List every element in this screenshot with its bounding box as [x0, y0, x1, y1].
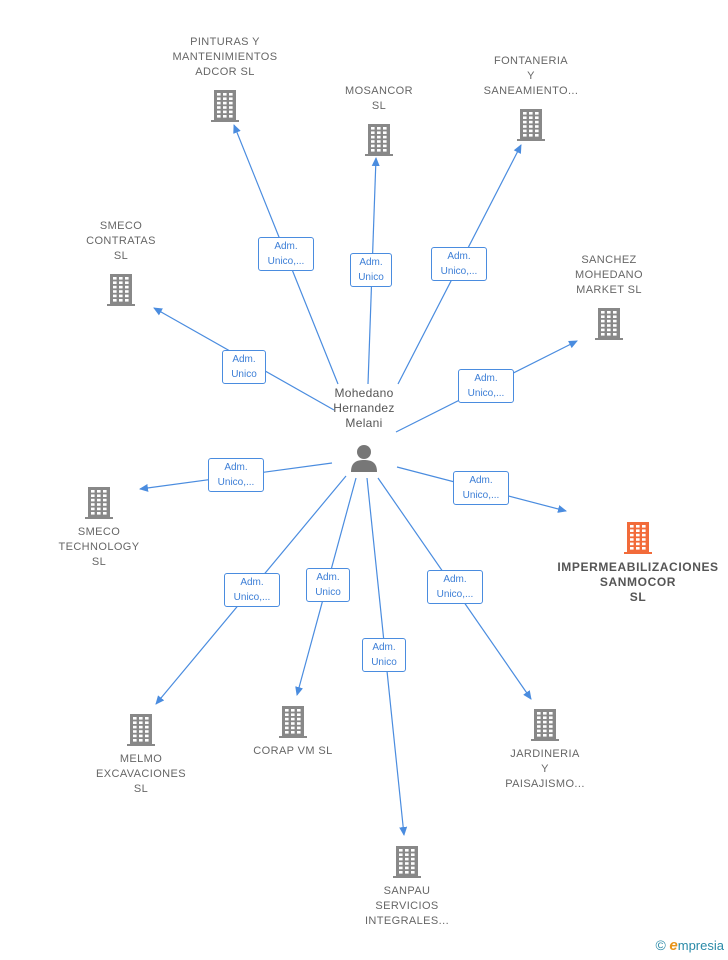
relation-label-pinturas[interactable]: Adm.Unico,...: [258, 237, 314, 271]
building-icon: [127, 714, 155, 746]
relation-label-smeco-technology[interactable]: Adm.Unico,...: [208, 458, 264, 492]
person-icon: [351, 445, 377, 472]
building-icon: [279, 706, 307, 738]
building-icon: [393, 846, 421, 878]
building-icon: [624, 522, 652, 554]
relation-label-smeco-contratas[interactable]: Adm.Unico: [222, 350, 266, 384]
building-icon: [211, 90, 239, 122]
brand-initial: e: [669, 937, 678, 954]
relation-label-mosancor[interactable]: Adm.Unico: [350, 253, 392, 287]
building-icon: [365, 124, 393, 156]
relation-label-melmo[interactable]: Adm.Unico,...: [224, 573, 280, 607]
company-node-corap[interactable]: CORAP VM SL: [218, 704, 368, 759]
relation-label-jardineria[interactable]: Adm.Unico,...: [427, 570, 483, 604]
center-person[interactable]: Mohedano Hernandez Melani: [304, 386, 424, 473]
person-name: Mohedano Hernandez Melani: [333, 386, 395, 430]
relation-label-corap[interactable]: Adm.Unico: [306, 568, 350, 602]
building-icon: [595, 308, 623, 340]
company-name[interactable]: CORAP VM SL: [253, 745, 333, 757]
brand-footer: © empresia: [655, 937, 724, 954]
copyright-symbol: ©: [655, 937, 666, 953]
building-icon: [107, 274, 135, 306]
building-icon: [517, 109, 545, 141]
building-icon: [531, 709, 559, 741]
relation-label-fontaneria[interactable]: Adm.Unico,...: [431, 247, 487, 281]
relation-label-impermeabilizaciones[interactable]: Adm.Unico,...: [453, 471, 509, 505]
building-icon: [85, 487, 113, 519]
relation-label-sanpau[interactable]: Adm.Unico: [362, 638, 406, 672]
brand-name: mpresia: [677, 938, 724, 953]
relation-label-sanchez[interactable]: Adm.Unico,...: [458, 369, 514, 403]
